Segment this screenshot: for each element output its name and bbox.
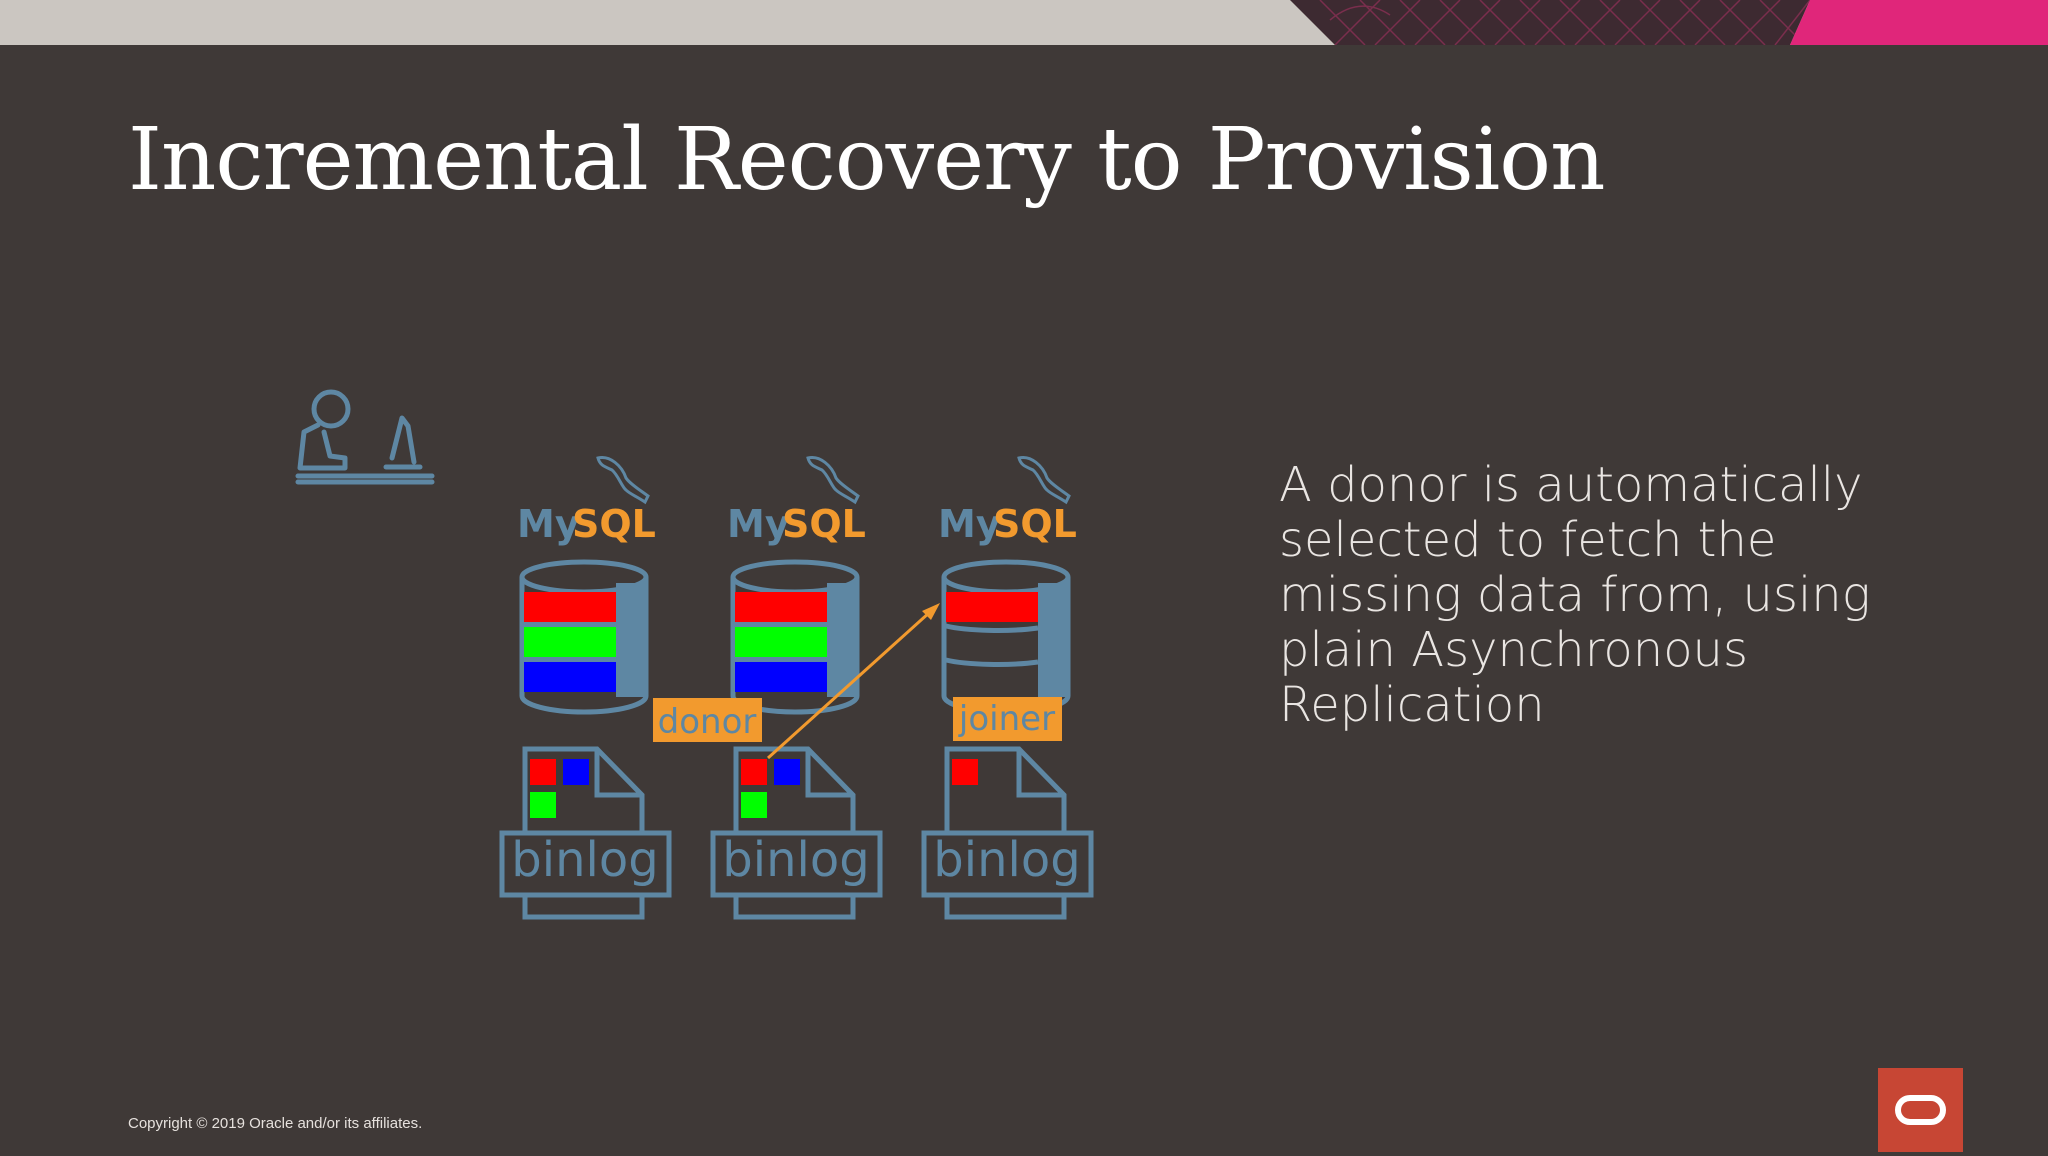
database-icon (519, 559, 649, 715)
joiner-label: joiner (958, 699, 1055, 739)
mysql-logo-sql: SQL (993, 502, 1077, 546)
mysql-logo-my: My (938, 502, 1001, 546)
top-banner (0, 0, 2048, 45)
slide-title: Incremental Recovery to Provision (128, 110, 1605, 210)
mysql-dolphin-icon (806, 456, 860, 505)
server-node-2: My SQL binlog (710, 456, 883, 920)
binlog-label: binlog (933, 832, 1080, 888)
oracle-logo-icon (1878, 1068, 1963, 1152)
binlog-file-icon: binlog (921, 746, 1094, 920)
donor-tag: donor (653, 698, 762, 742)
binlog-label: binlog (722, 832, 869, 888)
mysql-logo: My SQL (938, 456, 1077, 546)
mysql-logo: My SQL (727, 456, 866, 546)
mysql-logo-my: My (727, 502, 790, 546)
server-node-1: My SQL binlog (499, 456, 672, 920)
donor-label: donor (658, 702, 757, 742)
server-node-3: My SQL binlog (921, 456, 1094, 920)
mysql-logo: My SQL (517, 456, 656, 546)
database-icon (941, 559, 1071, 715)
mysql-logo-my: My (517, 502, 580, 546)
joiner-tag: joiner (953, 697, 1062, 741)
replication-arrow (766, 603, 940, 760)
mysql-logo-sql: SQL (572, 502, 656, 546)
binlog-file-icon: binlog (499, 746, 672, 920)
binlog-label: binlog (511, 832, 658, 888)
banner-pattern (1290, 0, 2048, 45)
copyright-text: Copyright © 2019 Oracle and/or its affil… (128, 1115, 423, 1132)
mysql-logo-sql: SQL (782, 502, 866, 546)
slide-description: A donor is automatically selected to fet… (1279, 457, 1871, 733)
user-at-desk-icon (295, 389, 435, 485)
database-icon (730, 559, 860, 715)
mysql-dolphin-icon (596, 456, 650, 505)
binlog-file-icon: binlog (710, 746, 883, 920)
mysql-dolphin-icon (1017, 456, 1071, 505)
